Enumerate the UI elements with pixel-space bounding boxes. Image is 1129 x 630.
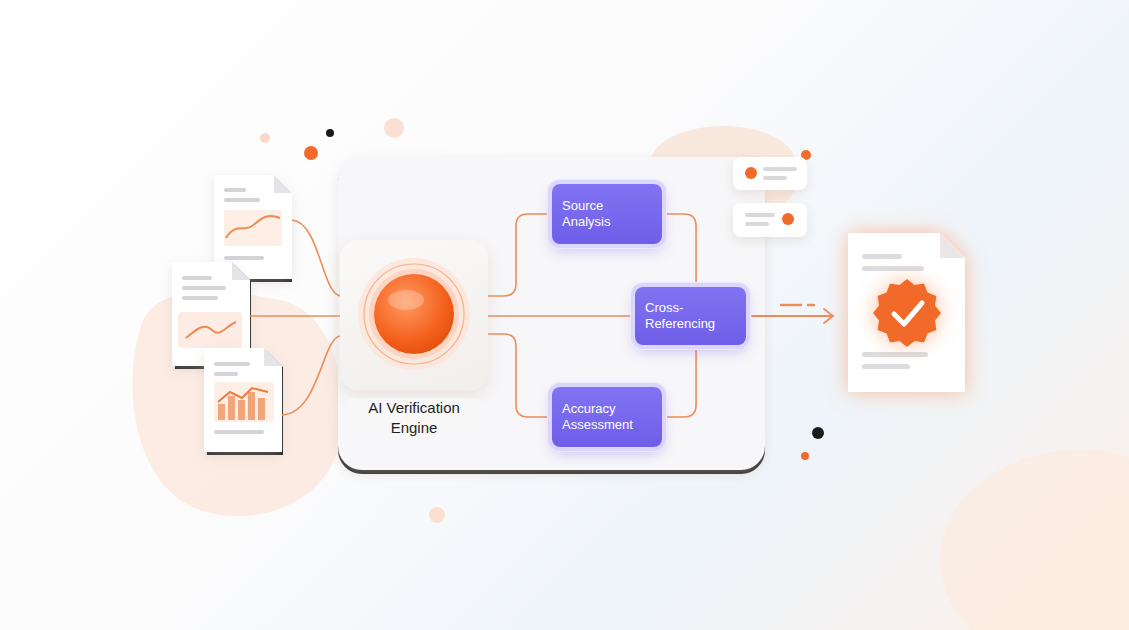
node-label: Cross-Referencing xyxy=(645,300,736,332)
input-document xyxy=(218,404,225,420)
input-document xyxy=(224,198,260,202)
background-blob xyxy=(940,450,1129,630)
node-label: Source Analysis xyxy=(562,198,652,230)
input-wire xyxy=(250,220,341,415)
engine-orb xyxy=(340,240,488,390)
input-document xyxy=(226,216,280,238)
process-box: Source Analysis xyxy=(552,184,662,244)
input-document xyxy=(182,286,226,290)
input-document xyxy=(218,388,268,402)
input-document xyxy=(186,322,236,338)
status-chip xyxy=(763,167,797,171)
status-chip xyxy=(733,157,807,190)
engine-orb xyxy=(364,264,464,364)
verified-document xyxy=(862,352,928,357)
status-chip xyxy=(782,213,794,225)
engine-orb xyxy=(374,274,454,354)
engine-orb xyxy=(358,258,470,370)
verified-document xyxy=(862,266,924,271)
decor-dot xyxy=(801,452,809,460)
input-document xyxy=(258,398,265,420)
verified-document xyxy=(848,233,965,392)
input-wire xyxy=(292,220,341,296)
verified-document xyxy=(873,279,941,347)
input-document xyxy=(204,348,283,455)
input-document xyxy=(214,372,238,376)
output-arrow xyxy=(781,304,801,306)
input-document xyxy=(224,188,246,192)
verified-document xyxy=(862,254,902,259)
input-document xyxy=(178,312,242,348)
input-document xyxy=(172,175,292,455)
engine-label-wrap: AI Verification Engine xyxy=(340,398,488,438)
signal-ticks xyxy=(430,196,432,244)
input-document xyxy=(264,348,282,366)
signal-ticks xyxy=(397,204,399,244)
decor-dot xyxy=(260,133,270,143)
input-document xyxy=(274,175,292,193)
input-document xyxy=(238,400,245,420)
connector-line xyxy=(488,214,552,296)
decor-dot xyxy=(384,118,404,138)
input-document xyxy=(182,276,212,280)
input-document xyxy=(204,348,282,452)
connector-line xyxy=(488,315,635,317)
engine-node: AI Verification Engine xyxy=(340,240,488,390)
output-arrow xyxy=(752,315,833,317)
process-box: Cross-Referencing xyxy=(635,287,746,345)
connector-line xyxy=(662,345,696,417)
engine-panel xyxy=(338,157,765,470)
input-document xyxy=(224,256,264,260)
input-wire xyxy=(282,336,341,415)
connector-line xyxy=(488,334,552,417)
node-label: Accuracy Assessment xyxy=(562,401,652,433)
status-chip xyxy=(763,176,787,180)
engine-orb xyxy=(388,290,424,310)
engine-panel xyxy=(338,157,765,474)
status-chip xyxy=(733,157,807,237)
background-blob xyxy=(133,292,343,516)
background-blob xyxy=(133,126,1129,630)
decor-dot xyxy=(304,146,318,160)
decor-dot xyxy=(812,427,824,439)
decor-dot xyxy=(326,129,334,137)
input-document xyxy=(214,382,274,422)
signal-ticks xyxy=(424,208,426,244)
connector-line xyxy=(662,214,696,287)
input-document xyxy=(214,362,250,366)
input-document xyxy=(214,430,264,434)
input-document xyxy=(224,210,282,246)
decor-dot xyxy=(260,118,824,523)
status-chip xyxy=(745,222,769,226)
process-box: Accuracy Assessment xyxy=(552,387,662,447)
status-chip xyxy=(745,167,757,179)
verified-document xyxy=(940,233,965,258)
status-chip xyxy=(733,203,807,237)
input-document xyxy=(232,262,250,280)
input-document xyxy=(248,392,255,420)
verified-document xyxy=(894,303,922,324)
signal-ticks xyxy=(392,186,436,244)
input-document xyxy=(228,396,235,420)
input-wire xyxy=(250,315,341,317)
verified-document xyxy=(862,364,910,369)
node-text-wrap: Cross-Referencing xyxy=(645,300,736,332)
status-chip xyxy=(745,213,775,217)
node-text-wrap: Accuracy Assessment xyxy=(562,401,652,433)
output-arrow xyxy=(808,304,814,306)
verified-document xyxy=(848,233,965,392)
output-arrow xyxy=(752,305,833,323)
output-arrow xyxy=(824,309,833,323)
node-label: AI Verification Engine xyxy=(348,398,480,438)
engine-orb xyxy=(369,269,459,359)
input-document xyxy=(182,296,218,300)
node-text-wrap: Source Analysis xyxy=(562,198,652,230)
signal-ticks xyxy=(419,186,421,244)
signal-ticks xyxy=(408,190,410,244)
signal-ticks xyxy=(413,198,415,244)
decor-dot xyxy=(429,507,445,523)
